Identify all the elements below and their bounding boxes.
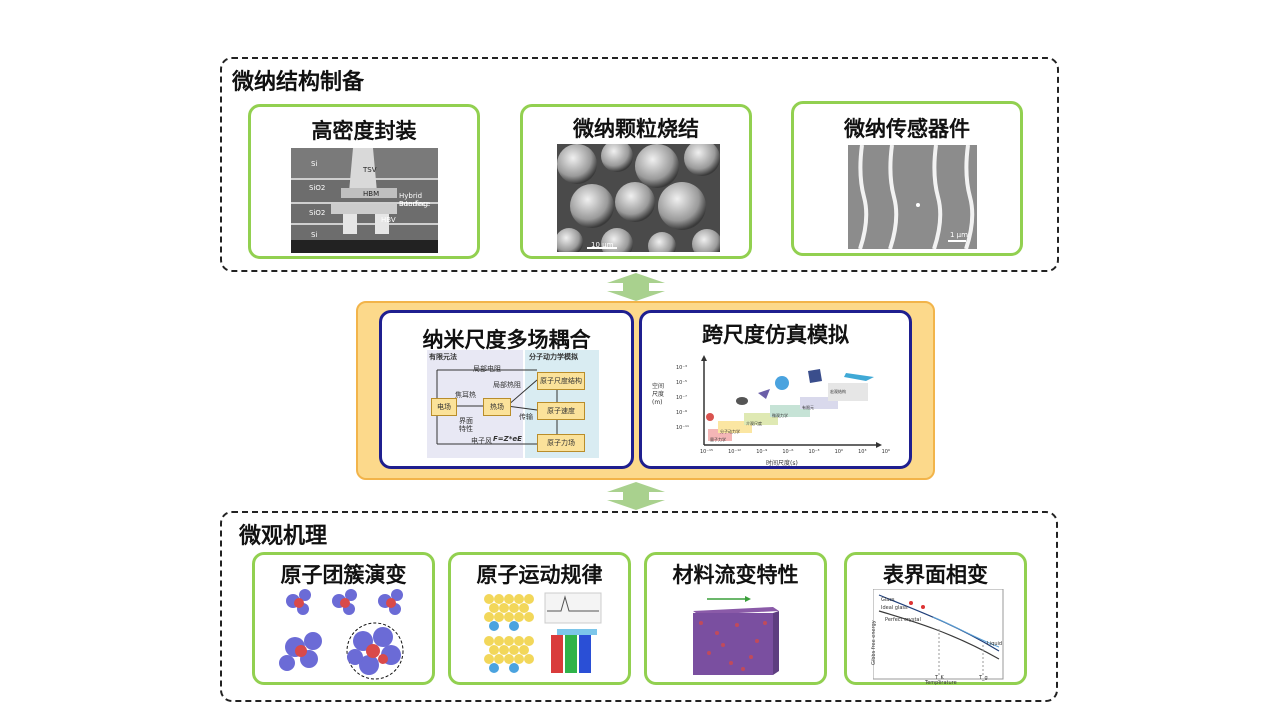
gibbs-y-label: Gibbs free energy [871,620,877,665]
y-ticks: 10⁻³ 10⁻⁵ 10⁻⁷ 10⁻⁹ 10⁻¹¹ [676,365,702,440]
x-ticks: 10⁻¹⁵ 10⁻¹² 10⁻⁹ 10⁻⁶ 10⁻³ 10⁰ 10³ 10⁶ [700,449,890,455]
atom-motion-illustration [484,592,602,673]
rheology-card: 材料流变特性 [644,552,827,685]
edge-joule: 焦耳热 [455,391,476,399]
x-tick: 10⁻⁹ [756,449,768,455]
fe-region-label: 有限元法 [429,353,457,361]
x-tick: 10⁻¹⁵ [700,449,714,455]
electron-wind-formula: F=Z*eE [493,435,522,443]
x-tick: 10⁻¹² [728,449,742,455]
y-tick: 10⁻⁵ [676,380,688,386]
series-liquid: Liquid [987,641,1003,647]
card-title: 原子运动规律 [476,563,603,587]
fabrication-section [220,57,1059,272]
step-label: 有限元 [802,405,814,410]
packaging-sem-image: Si SiO2 SiO2 Si TSV HBM HBV Hybrid Bondi… [291,148,438,253]
card-title: 表界面相变 [883,563,988,587]
card-title: 微纳传感器件 [844,117,970,141]
fabrication-section-title: 微纳结构制备 [232,70,365,95]
series-glass: Glass [881,597,895,603]
x-tick: 10⁰ [834,449,843,455]
coupling-diagram: 有限元法 分子动力学模拟 电场 热场 原子尺度结构 原子速度 原子力场 局部电阻… [427,350,599,458]
label-interface: Interface [399,200,431,208]
tick-tk: T_K [935,675,944,681]
x-tick: 10⁻³ [808,449,820,455]
tick-tg: T_g [979,675,988,681]
double-arrow-bottom [607,482,665,510]
cross-scale-simulation-card: 跨尺度仿真模拟 空间尺度(m) 时间尺度(s) 10⁻³ 10⁻⁵ 10⁻⁷ 1… [639,310,912,469]
label-hybrid-bonding: Hybrid Bonding [399,192,428,208]
edge-transfer: 传输 [519,413,533,421]
edge-property: 特性 [459,425,473,433]
rheology-illustration [693,596,779,675]
edge-local-heat: 局部热阻 [493,381,521,389]
y-tick: 10⁻¹¹ [676,425,690,431]
card-title: 高密度封装 [311,119,417,143]
node-electric-field: 电场 [431,398,457,416]
label-sio2-a: SiO2 [309,184,326,192]
node-thermal-field: 热场 [483,398,511,416]
atom-motion-card: 原子运动规律 [448,552,631,685]
particles-sem-image: 10 μm [557,144,720,252]
double-arrow-top [607,273,665,301]
label-hbm: HBM [363,190,380,198]
sensor-sem-image: 1 μm [848,145,977,249]
x-tick: 10⁻⁶ [782,449,794,455]
gibbs-x-label: Temperature [925,680,957,686]
cluster-illustration [279,589,404,680]
series-ideal-glass: Ideal glass [881,605,908,611]
x-tick: 10³ [858,449,867,455]
edge-local-resistance: 局部电阻 [473,365,501,373]
scale-bar-label: 1 μm [950,231,968,239]
step-label: 分子动力学 [720,429,740,434]
cross-scale-chart [701,355,882,448]
y-tick: 10⁻³ [676,365,688,371]
edge-electron-wind: 电子风 [471,437,492,445]
card-title: 纳米尺度多场耦合 [422,328,591,352]
x-tick: 10⁶ [881,449,890,455]
step-label: 介观尺度 [746,421,762,426]
y-axis-label: 空间尺度(m) [652,383,665,406]
gibbs-energy-chart [873,589,1004,680]
step-label: 微观力学 [772,413,788,418]
card-title: 材料流变特性 [672,563,799,587]
label-tsv: TSV [363,166,377,174]
x-axis-label: 时间尺度(s) [766,460,798,467]
node-atom-force: 原子力场 [537,434,585,452]
label-sio2-b: SiO2 [309,209,326,217]
card-title: 微纳颗粒烧结 [573,117,699,141]
mechanism-section-title: 微观机理 [239,524,328,549]
card-title: 原子团簇演变 [280,563,407,587]
step-label: 宏观结构 [830,389,846,394]
series-perfect-crystal: Perfect crystal [885,617,921,623]
label-si: Si [311,160,318,168]
label-hbv: HBV [381,216,396,224]
multiphysics-coupling-card: 纳米尺度多场耦合 有限元法 分子动力学模拟 电场 热场 原子尺度结构 原子速度 … [379,310,634,469]
card-title: 跨尺度仿真模拟 [702,323,849,347]
node-atom-velocity: 原子速度 [537,402,585,420]
md-region-label: 分子动力学模拟 [529,353,578,361]
particle-sintering-card: 微纳颗粒烧结 10 μm [520,104,752,259]
scale-bar-label: 10 μm [591,241,614,249]
edge-interface: 界面 [459,417,473,425]
node-atom-structure: 原子尺度结构 [537,372,585,390]
mechanism-section [220,511,1058,702]
step-label: 量子力学 [710,437,726,442]
sensor-device-card: 微纳传感器件 1 μm [791,101,1023,256]
atom-cluster-card: 原子团簇演变 [252,552,435,685]
label-si-b: Si [311,231,318,239]
high-density-packaging-card: 高密度封装 Si SiO2 SiO2 Si TSV HBM HBV Hybrid… [248,104,480,259]
y-tick: 10⁻⁷ [676,395,688,401]
y-tick: 10⁻⁹ [676,410,688,416]
interface-phase-transition-card: 表界面相变 Glass Ideal glass Perfect crystal … [844,552,1027,686]
